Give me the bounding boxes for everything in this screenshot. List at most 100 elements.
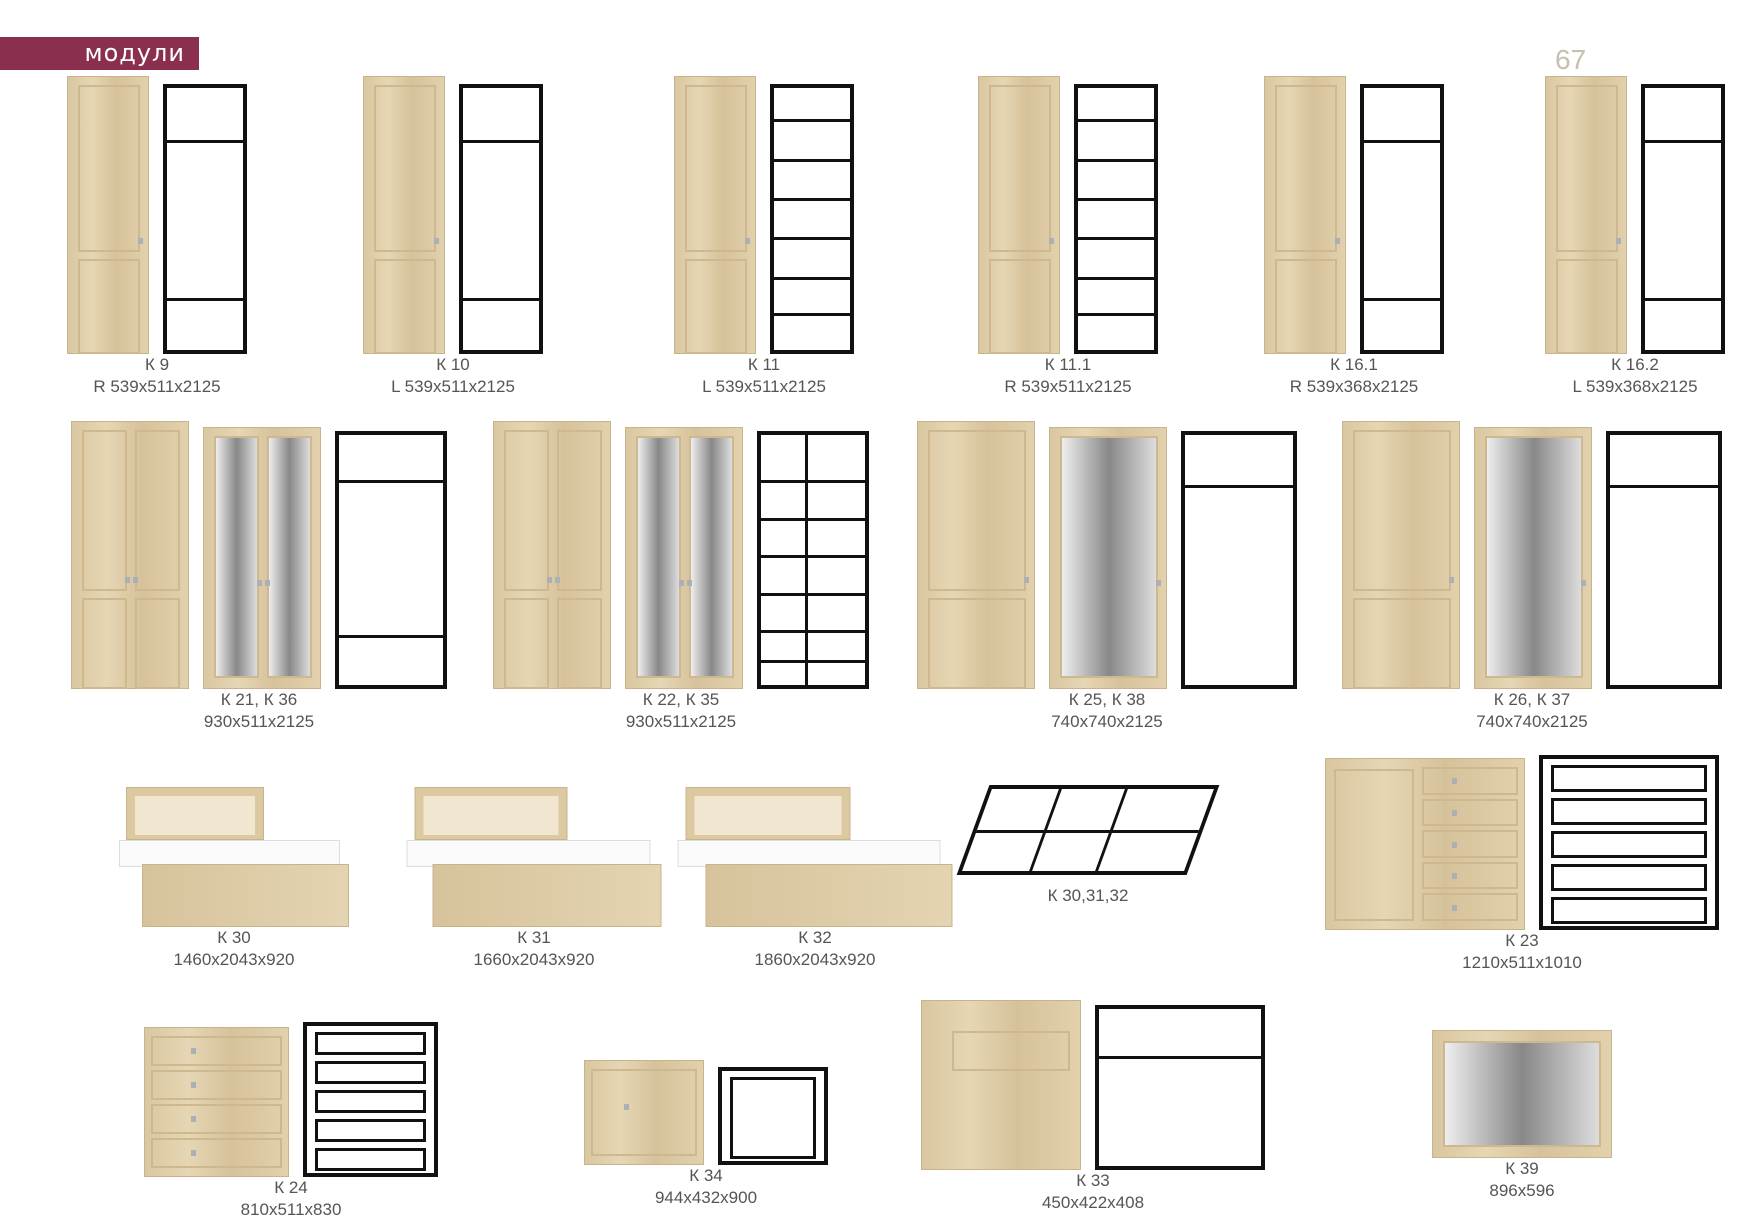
- shelf-line: [1645, 140, 1721, 144]
- page-number: 67: [1555, 44, 1587, 75]
- drawer-handle: [1451, 778, 1457, 785]
- item-code: К 34: [689, 1166, 723, 1185]
- door-panel: [685, 85, 747, 252]
- item-code: К 25, К 38: [1068, 690, 1146, 709]
- item-code: К 16.1: [1330, 355, 1378, 374]
- item-dimensions: 450x422x408: [1041, 1193, 1145, 1212]
- door-handle: [745, 238, 750, 245]
- shelf-line: [1078, 276, 1154, 280]
- drawer-outline: [315, 1148, 426, 1171]
- shelf-line: [774, 313, 850, 317]
- drawer-front: [151, 1104, 282, 1134]
- drawer-outline: [730, 1077, 816, 1159]
- item-code: К 21, К 36: [220, 690, 298, 709]
- line-drawing-image: [163, 84, 247, 354]
- drawer-handle: [191, 1150, 197, 1157]
- bed-base: [705, 864, 953, 927]
- product-item: К 25, К 38 740x740x2125: [917, 421, 1297, 733]
- product-images: [1432, 1030, 1612, 1158]
- shelf-line: [339, 480, 443, 483]
- product-images: [978, 76, 1158, 354]
- product-images: [1264, 76, 1444, 354]
- product-images: [406, 787, 662, 927]
- chest-image: [1325, 758, 1525, 930]
- shelf-line: [1364, 140, 1440, 144]
- shelf-line: [1185, 485, 1293, 488]
- item-dimensions: 810x511x830: [240, 1200, 342, 1219]
- item-code: К 16.2: [1611, 355, 1659, 374]
- drawer-front: [1422, 767, 1518, 795]
- drawer-outline: [315, 1032, 426, 1055]
- door-panel: [557, 430, 602, 591]
- door-handle: [679, 579, 684, 586]
- chest-image: [584, 1060, 704, 1165]
- mirror-panel: [636, 436, 681, 678]
- door-handle: [1335, 238, 1340, 245]
- shelf-line: [1364, 297, 1440, 301]
- door-panel: [1353, 430, 1451, 591]
- wood-cabinet-image: [674, 76, 756, 354]
- product-images: [144, 1022, 438, 1177]
- drawer-front: [1422, 861, 1518, 890]
- item-dimensions: R 539x368x2125: [1289, 377, 1419, 396]
- shelf-line: [774, 119, 850, 123]
- line-drawing-image: [1641, 84, 1725, 354]
- item-code: К 30: [217, 928, 251, 947]
- drawer-handle: [1451, 904, 1457, 911]
- wood-cabinet-image: [1049, 427, 1167, 689]
- shelf-line: [167, 140, 243, 144]
- item-code: К 31: [517, 928, 551, 947]
- product-images: [674, 76, 854, 354]
- item-dimensions: 944x432x900: [654, 1188, 758, 1207]
- product-images: [1545, 76, 1725, 354]
- item-code: К 23: [1505, 931, 1539, 950]
- door-panel: [82, 598, 127, 690]
- product-item: К 22, К 35 930x511x2125: [493, 421, 869, 733]
- bed-base: [432, 864, 662, 927]
- shelf-line: [761, 592, 865, 596]
- wood-cabinet-image: [363, 76, 445, 354]
- item-caption: К 31 1660x2043x920: [473, 927, 594, 971]
- door-panel: [1556, 259, 1618, 354]
- item-code: К 9: [144, 355, 170, 374]
- product-images: [71, 421, 447, 690]
- shelf-line: [1078, 237, 1154, 241]
- wood-cabinet-image: [1342, 421, 1460, 690]
- shelf-line: [1078, 119, 1154, 123]
- item-dimensions: 740x740x2125: [1051, 712, 1163, 731]
- mirror-frame-image: [1432, 1030, 1612, 1158]
- headboard-cushion: [423, 796, 559, 836]
- product-item: К 16.1 R 539x368x2125: [1264, 76, 1444, 398]
- door-handle: [1581, 579, 1586, 586]
- shelf-line: [761, 660, 865, 663]
- headboard: [414, 787, 568, 841]
- headboard: [685, 787, 851, 841]
- shelf-line: [761, 480, 865, 483]
- drawer-front: [1422, 830, 1518, 858]
- drawer-outline: [315, 1090, 426, 1113]
- item-dimensions: R 539x511x2125: [1004, 377, 1132, 396]
- line-drawing-image: [1539, 755, 1719, 930]
- item-dimensions: 930x511x2125: [625, 712, 737, 731]
- drawer-handle: [191, 1082, 197, 1089]
- line-drawing-image: [1360, 84, 1444, 354]
- line-drawing-image: [956, 785, 1220, 875]
- door-panel: [1334, 769, 1414, 921]
- item-code: К 33: [1076, 1171, 1110, 1190]
- item-code: К 22, К 35: [642, 690, 720, 709]
- shelf-line: [774, 158, 850, 162]
- door-panel: [78, 259, 140, 354]
- item-dimensions: L 539x368x2125: [1572, 377, 1698, 396]
- door-handle: [1616, 238, 1621, 245]
- wood-cabinet-image: [625, 427, 743, 689]
- drawer-outline: [1551, 798, 1707, 825]
- item-dimensions: 1660x2043x920: [473, 950, 595, 969]
- mirror-panel: [1485, 436, 1583, 678]
- shelf-line: [463, 297, 539, 301]
